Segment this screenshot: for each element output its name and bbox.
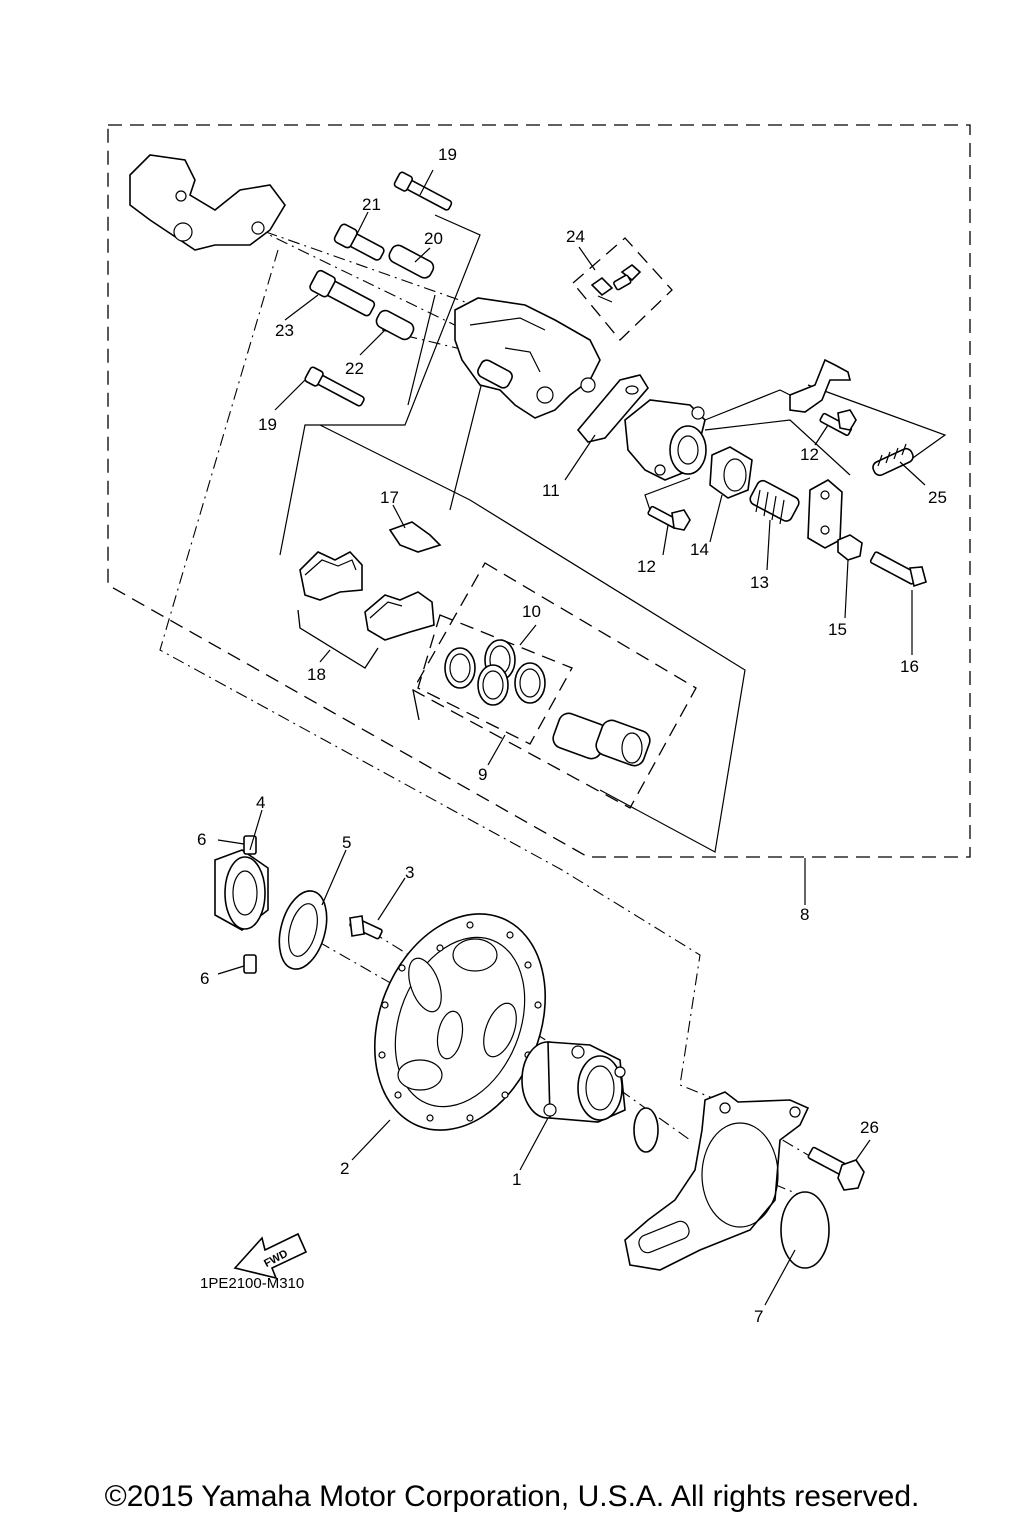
callout-11: 11	[542, 481, 560, 500]
callout-17: 17	[380, 488, 399, 507]
callout-21: 21	[362, 195, 381, 214]
set-screws	[243, 835, 257, 974]
pistons	[552, 712, 651, 767]
disc-hub	[521, 1041, 626, 1123]
fwd-arrow: FWD	[233, 1232, 308, 1280]
parking-brake-housing	[624, 399, 707, 481]
callout-16: 16	[900, 657, 919, 676]
brake-lever	[807, 479, 843, 549]
collar	[709, 446, 753, 499]
group-brackets	[297, 609, 420, 721]
callout-12-right: 12	[800, 445, 819, 464]
callout-3: 3	[405, 863, 414, 882]
callout-1: 1	[512, 1170, 521, 1189]
callout-8: 8	[800, 905, 809, 924]
callout-24: 24	[566, 227, 585, 246]
callout-6-top: 6	[197, 830, 206, 849]
plate-bolt	[807, 1146, 865, 1191]
callout-23: 23	[275, 321, 294, 340]
callout-2: 2	[340, 1159, 349, 1178]
washer	[278, 890, 328, 970]
callout-15: 15	[828, 620, 847, 639]
adjusting-screw	[749, 479, 800, 525]
callout-14: 14	[690, 540, 709, 559]
rotor-bolt	[349, 915, 383, 940]
callout-6-bottom: 6	[200, 969, 209, 988]
callout-9: 9	[478, 765, 487, 784]
spring	[872, 443, 914, 477]
brake-arm-bracket	[789, 358, 852, 413]
circlip	[780, 1191, 830, 1269]
callout-22: 22	[345, 359, 364, 378]
o-ring	[633, 1107, 659, 1153]
callout-labels: 19 21 20 24 23 22 19 11 12 25 17 12 14 1…	[197, 145, 947, 1326]
drawing-code: 1PE2100-M310	[200, 1275, 304, 1292]
bleed-screw-boundary	[572, 237, 673, 341]
callout-19-bottom: 19	[258, 415, 277, 434]
bleed-screw	[590, 263, 642, 303]
callout-26: 26	[860, 1118, 879, 1137]
hub-nut	[214, 849, 269, 931]
brake-pads	[299, 551, 435, 641]
callout-19-top: 19	[438, 145, 457, 164]
seal-kit-boundary	[412, 562, 697, 809]
brake-disc	[373, 913, 547, 1131]
piston-seal-boundary	[417, 614, 573, 745]
caliper-bracket	[129, 154, 286, 251]
caliper-mounting-plate	[624, 1091, 810, 1271]
pad-spring	[388, 521, 442, 553]
slide-pins	[304, 171, 453, 407]
callout-12-left: 12	[637, 557, 656, 576]
gasket-hole	[625, 385, 639, 395]
caliper-assembly-boundary	[107, 124, 971, 858]
callout-10: 10	[522, 602, 541, 621]
callout-18: 18	[307, 665, 326, 684]
small-bolts	[647, 409, 927, 588]
callout-5: 5	[342, 833, 351, 852]
copyright-notice: ©2015 Yamaha Motor Corporation, U.S.A. A…	[104, 1480, 920, 1513]
callout-4: 4	[256, 793, 265, 812]
callout-7: 7	[754, 1307, 763, 1326]
caliper-body	[454, 297, 601, 419]
callout-20: 20	[424, 229, 443, 248]
leader-lines	[217, 169, 926, 1306]
callout-13: 13	[750, 573, 769, 592]
routing-lines	[279, 214, 947, 853]
callout-25: 25	[928, 488, 947, 507]
piston-seals	[444, 639, 546, 706]
